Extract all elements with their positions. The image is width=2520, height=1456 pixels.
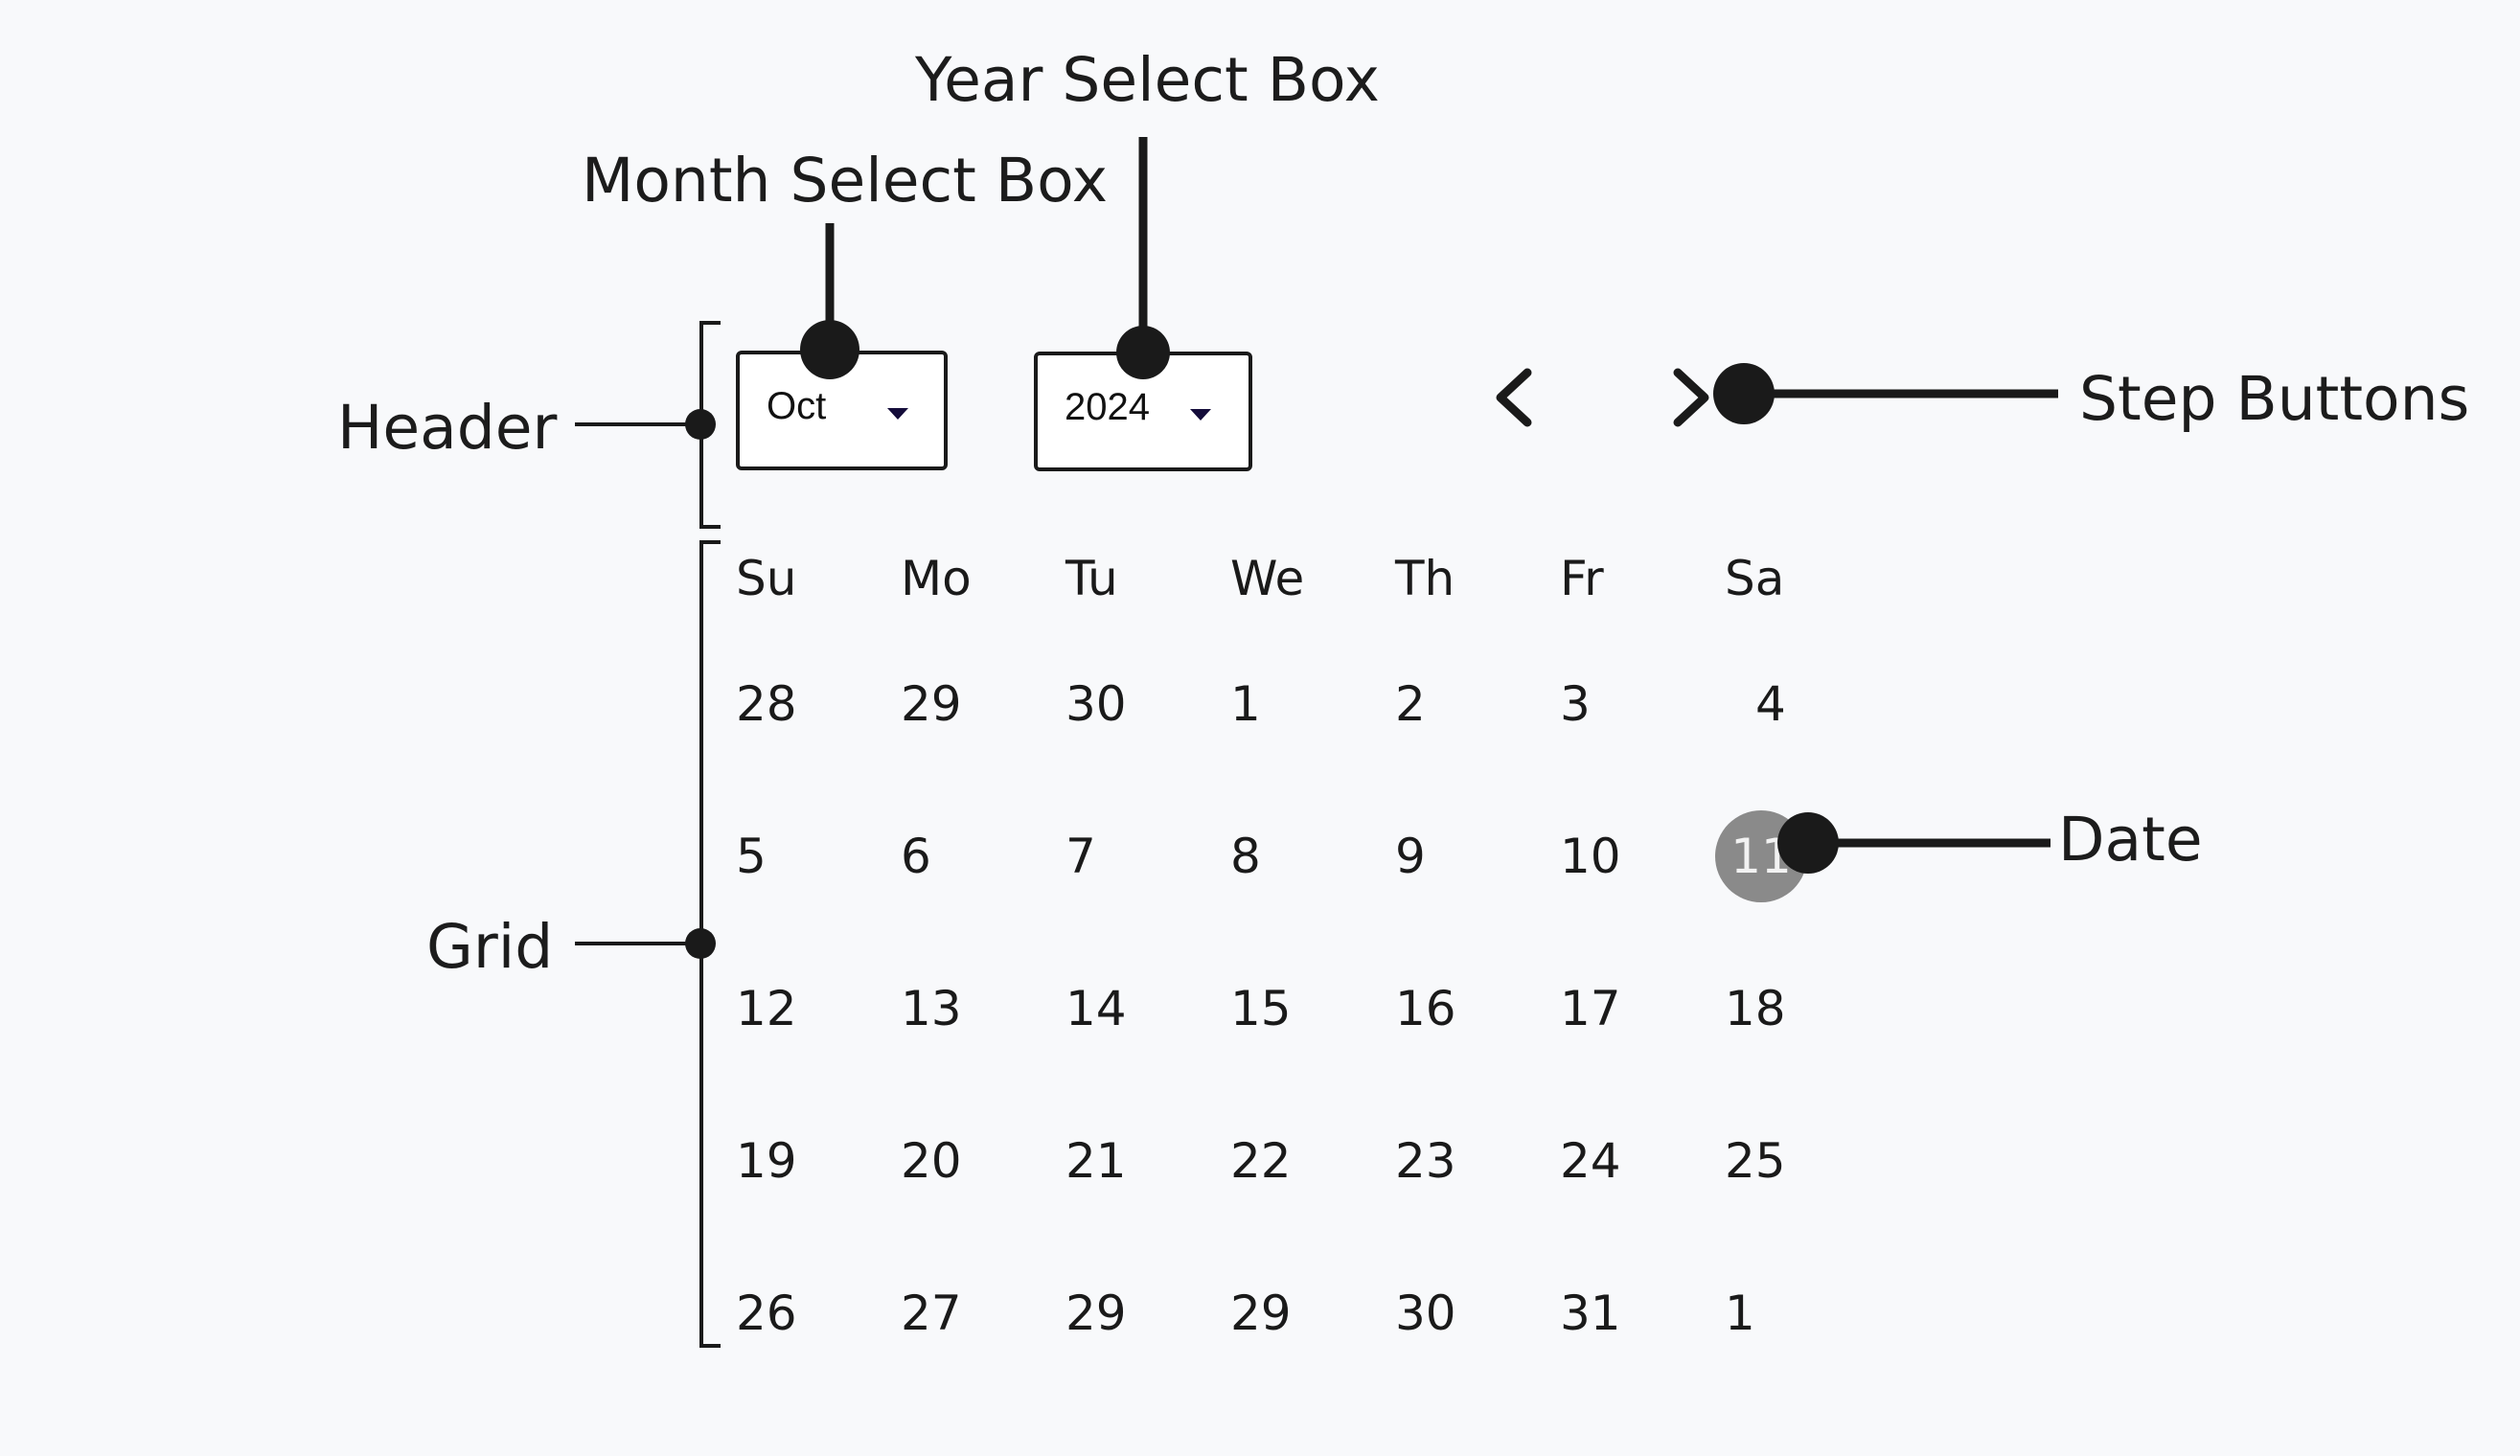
header-callout-dot [685, 409, 716, 440]
weekday-label: Su [736, 551, 797, 606]
chevron-right-icon [1673, 368, 1709, 427]
date-cell[interactable]: 26 [736, 1285, 797, 1341]
date-cell[interactable]: 5 [736, 829, 767, 884]
date-cell[interactable]: 2 [1395, 676, 1426, 732]
step-callout-dot [1713, 363, 1775, 424]
weekday-label: Sa [1725, 551, 1785, 606]
date-cell[interactable]: 22 [1230, 1133, 1292, 1189]
date-cell[interactable]: 31 [1560, 1285, 1621, 1341]
date-cell[interactable]: 30 [1395, 1285, 1456, 1341]
year-select-box[interactable]: 2024 [1034, 352, 1252, 471]
chevron-left-icon [1496, 368, 1532, 427]
month-select-box[interactable]: Oct [736, 351, 948, 470]
weekday-label: Mo [901, 551, 972, 606]
date-cell[interactable]: 3 [1560, 676, 1591, 732]
weekday-label: Tu [1065, 551, 1118, 606]
grid-bracket [699, 540, 721, 1348]
month-select-value: Oct [767, 385, 827, 427]
date-cell[interactable]: 19 [736, 1133, 797, 1189]
date-cell[interactable]: 30 [1065, 676, 1127, 732]
date-cell[interactable]: 16 [1395, 981, 1456, 1036]
date-cell[interactable]: 6 [901, 829, 931, 884]
year-select-box-label: Year Select Box [915, 45, 1380, 115]
date-cell[interactable]: 27 [901, 1285, 962, 1341]
date-cell[interactable]: 13 [901, 981, 962, 1036]
month-select-box-label: Month Select Box [582, 146, 1108, 216]
weekday-label: Fr [1560, 551, 1604, 606]
header-label: Header [337, 393, 558, 463]
date-cell[interactable]: 12 [736, 981, 797, 1036]
date-cell[interactable]: 29 [1065, 1285, 1127, 1341]
weekday-label: We [1230, 551, 1305, 606]
header-bracket [699, 321, 721, 529]
date-cell[interactable]: 7 [1065, 829, 1096, 884]
date-cell[interactable]: 10 [1560, 829, 1621, 884]
date-cell[interactable]: 1 [1230, 676, 1261, 732]
chevron-down-icon [1190, 409, 1211, 421]
date-cell[interactable]: 25 [1725, 1133, 1786, 1189]
date-cell[interactable]: 24 [1560, 1133, 1621, 1189]
date-cell[interactable]: 8 [1230, 829, 1261, 884]
date-label: Date [2058, 805, 2203, 875]
date-cell[interactable]: 29 [901, 676, 962, 732]
date-cell[interactable]: 14 [1065, 981, 1127, 1036]
date-cell[interactable]: 20 [901, 1133, 962, 1189]
step-buttons-label: Step Buttons [2079, 364, 2470, 434]
date-cell[interactable]: 18 [1725, 981, 1786, 1036]
chevron-down-icon [887, 408, 908, 420]
grid-callout-dot [685, 928, 716, 959]
date-cell[interactable]: 9 [1395, 829, 1426, 884]
grid-label: Grid [426, 912, 554, 982]
date-cell[interactable]: 17 [1560, 981, 1621, 1036]
date-cell[interactable]: 4 [1755, 676, 1786, 732]
date-cell[interactable]: 23 [1395, 1133, 1456, 1189]
next-month-button[interactable] [1662, 359, 1720, 436]
date-cell[interactable]: 21 [1065, 1133, 1127, 1189]
selected-date-cell[interactable]: 11 [1715, 810, 1807, 902]
prev-month-button[interactable] [1485, 359, 1543, 436]
weekday-label: Th [1395, 551, 1455, 606]
date-cell[interactable]: 29 [1230, 1285, 1292, 1341]
date-cell[interactable]: 1 [1725, 1285, 1755, 1341]
date-cell[interactable]: 15 [1230, 981, 1292, 1036]
year-select-value: 2024 [1065, 386, 1150, 428]
date-cell[interactable]: 28 [736, 676, 797, 732]
